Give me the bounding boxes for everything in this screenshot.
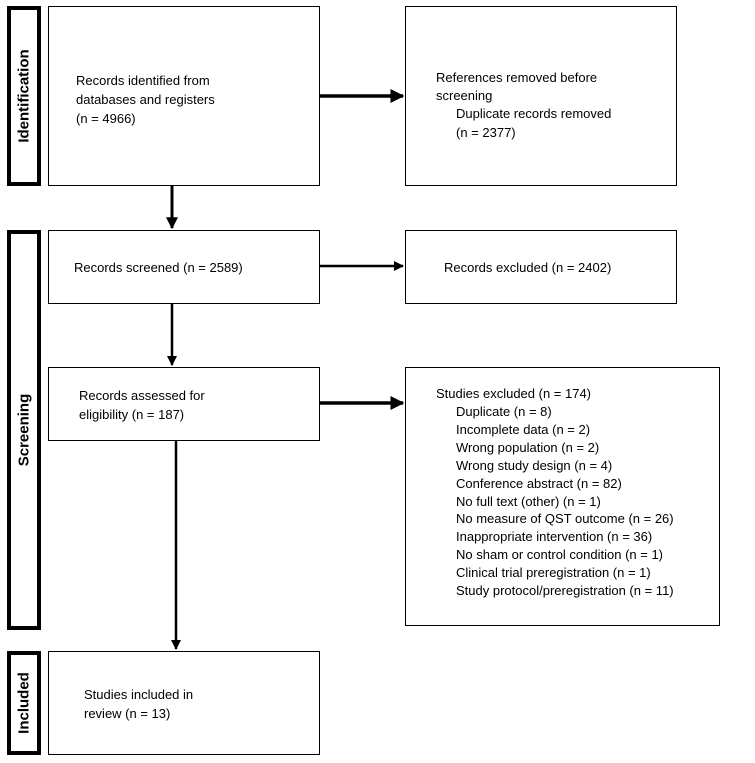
records-identified-line2: databases and registers [76,92,215,107]
exclusion-reason: Incomplete data (n = 2) [456,421,591,437]
exclusion-reason: No full text (other) (n = 1) [456,493,601,509]
duplicate-records-removed: Duplicate records removed [456,106,612,121]
stage-identification: Identification [7,6,41,186]
exclusion-reason: No measure of QST outcome (n = 26) [456,511,674,527]
exclusion-reasons-list: Duplicate (n = 8) Incomplete data (n = 2… [456,403,674,600]
studies-included-box: Studies included in review (n = 13) [48,651,320,755]
records-excluded-box: Records excluded (n = 2402) [405,230,677,304]
studies-excluded-box: Studies excluded (n = 174) Duplicate (n … [405,367,720,626]
references-removed-box: References removed before screening Dupl… [405,6,677,186]
records-excluded-text: Records excluded (n = 2402) [444,260,612,275]
exclusion-reason: No sham or control condition (n = 1) [456,547,664,563]
exclusion-reason: Wrong study design (n = 4) [456,457,613,473]
records-screened-text: Records screened (n = 2589) [74,260,243,275]
studies-included-line1: Studies included in [84,687,194,702]
stage-included: Included [7,651,41,755]
exclusion-reason: Study protocol/preregistration (n = 11) [456,583,674,599]
references-removed-line1: References removed before [436,70,598,85]
records-identified-line1: Records identified from [76,73,210,88]
records-screened-box: Records screened (n = 2589) [48,230,320,304]
records-assessed-line1: Records assessed for [79,388,205,403]
records-assessed-box: Records assessed for eligibility (n = 18… [48,367,320,441]
exclusion-reason: Clinical trial preregistration (n = 1) [456,565,651,581]
studies-included-line2: review (n = 13) [84,706,171,721]
records-identified-count: (n = 4966) [76,111,136,126]
exclusion-reason: Inappropriate intervention (n = 36) [456,529,653,545]
studies-excluded-title: Studies excluded (n = 174) [436,386,592,401]
references-removed-line2: screening [436,88,493,103]
exclusion-reason: Wrong population (n = 2) [456,439,600,455]
duplicate-records-count: (n = 2377) [456,125,516,140]
exclusion-reason: Conference abstract (n = 82) [456,475,622,491]
records-identified-box: Records identified from databases and re… [48,6,320,186]
exclusion-reason: Duplicate (n = 8) [456,404,552,419]
stage-screening: Screening [7,230,41,630]
records-assessed-line2: eligibility (n = 187) [79,407,185,422]
